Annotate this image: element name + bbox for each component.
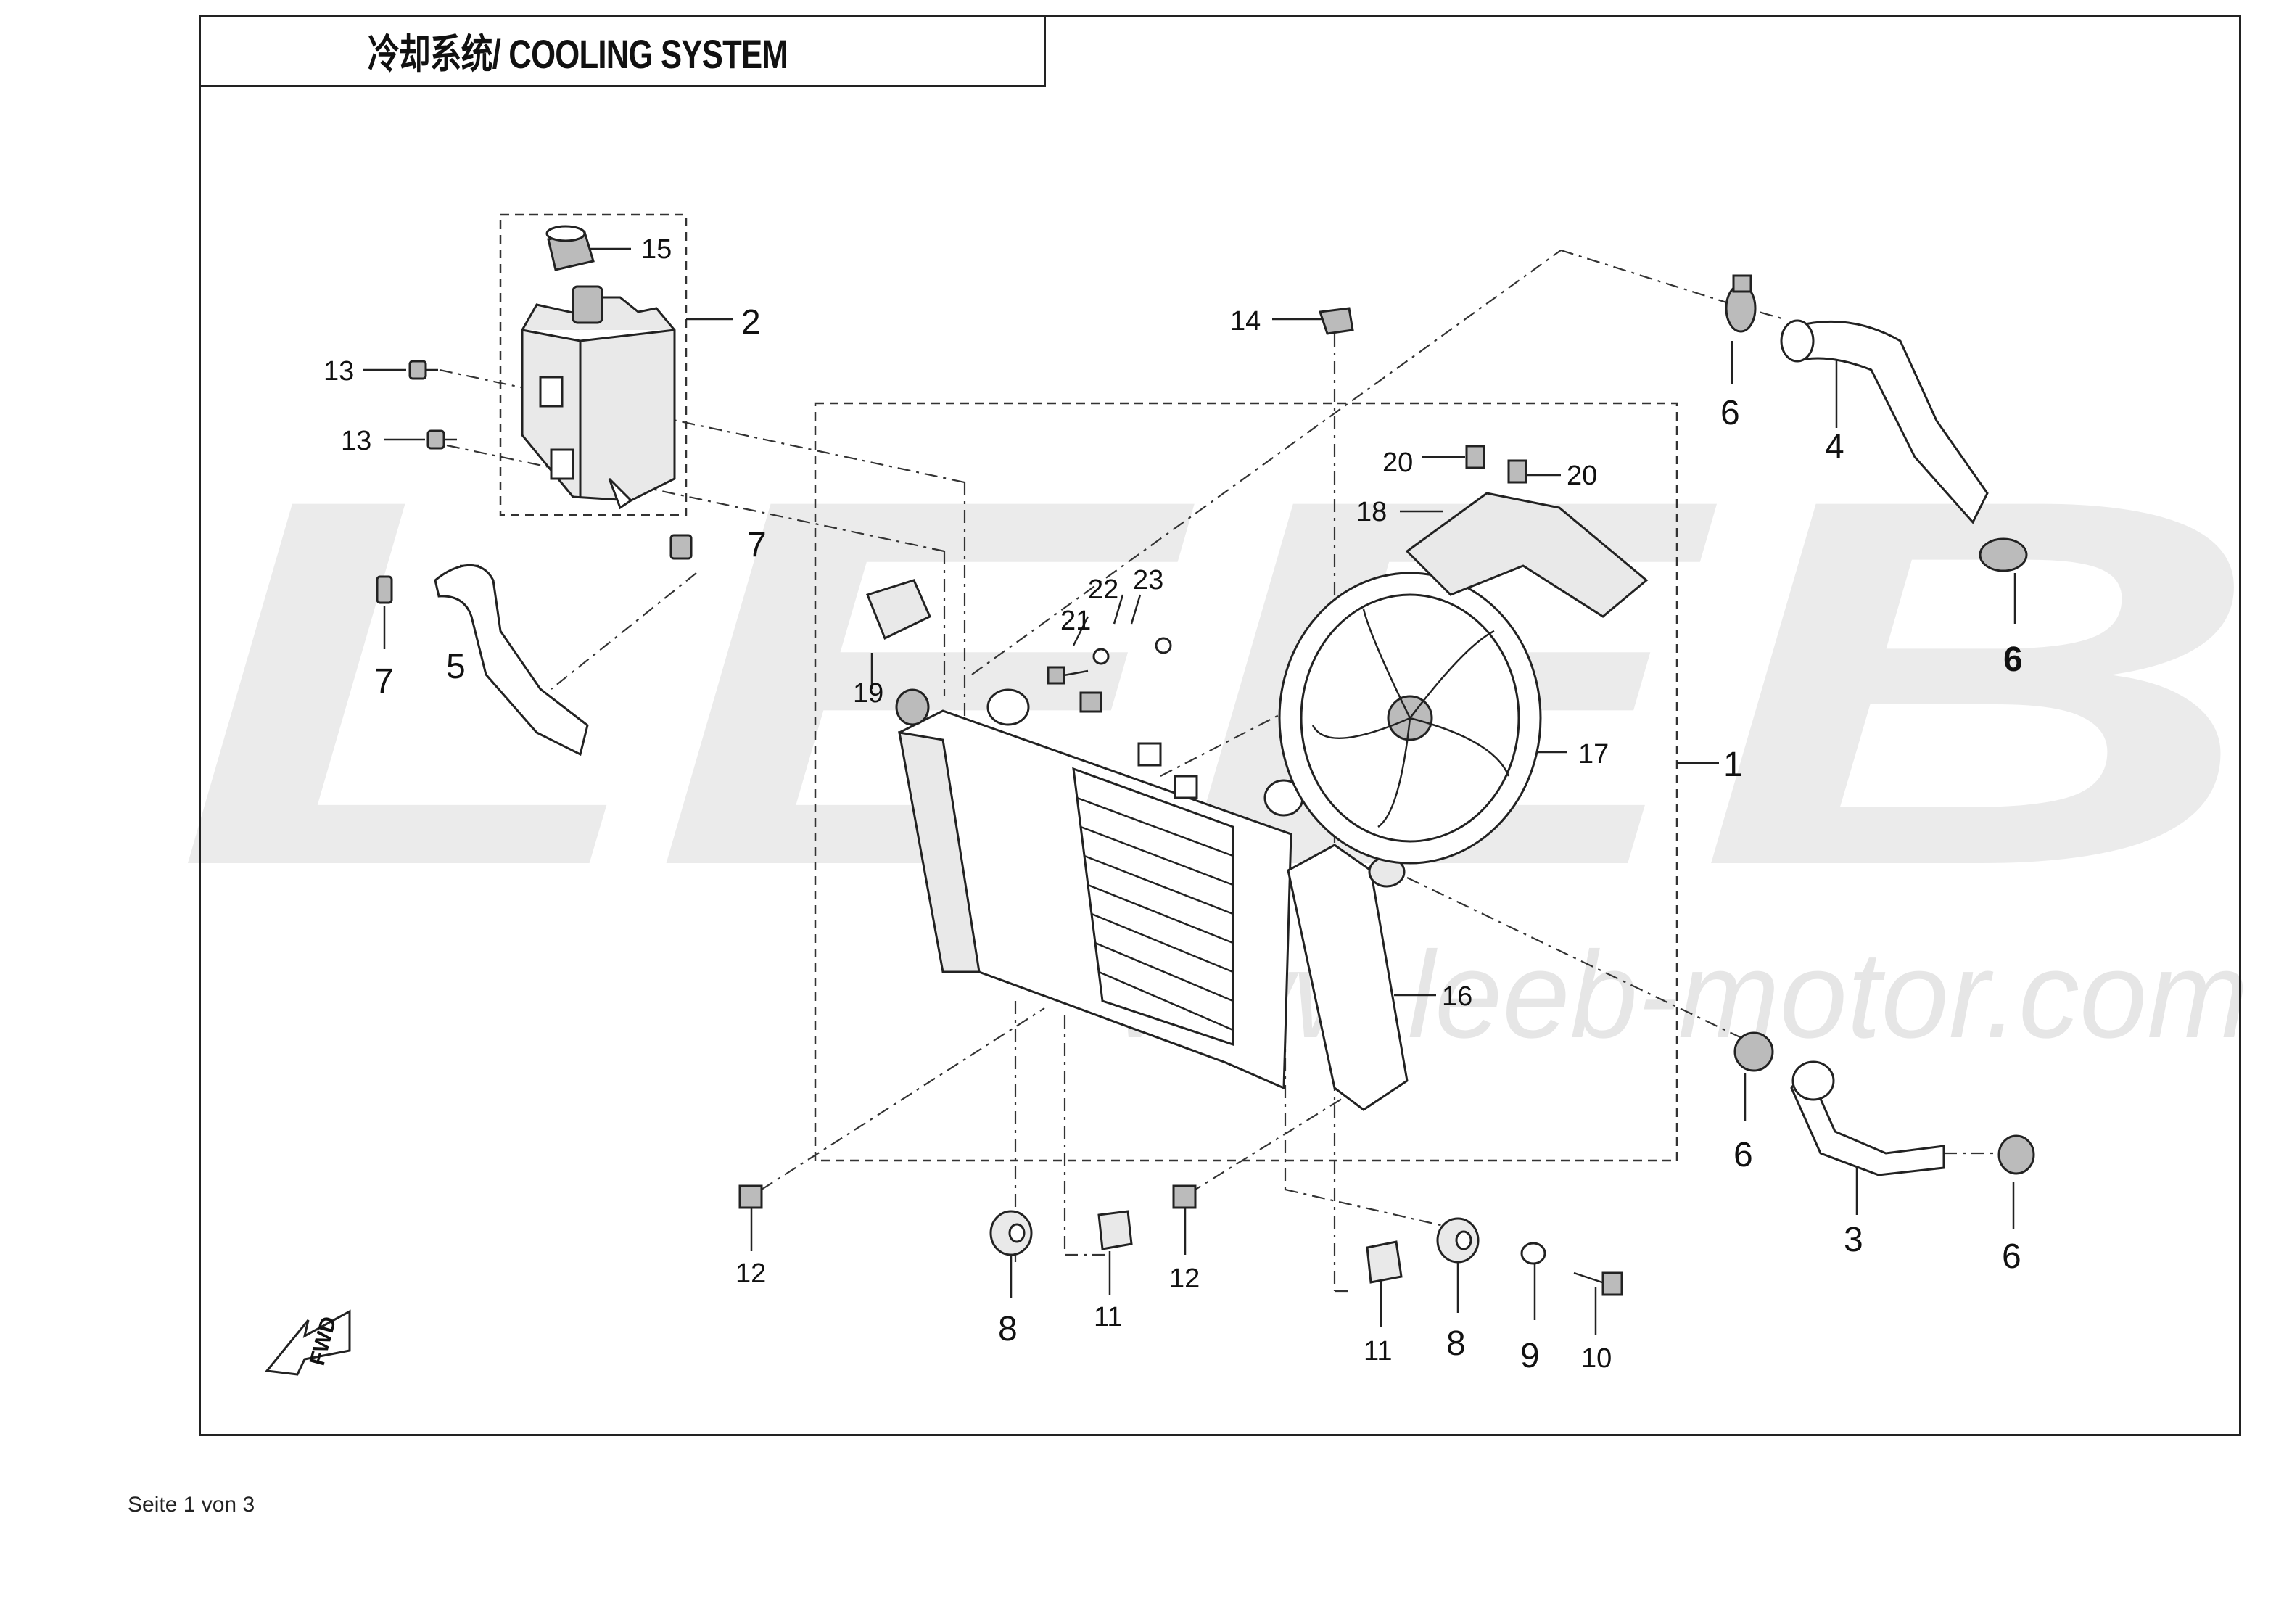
callout-6-lower-right: 6 bbox=[2002, 1237, 2021, 1276]
callout-20-left: 20 bbox=[1382, 448, 1413, 478]
callout-13-lower: 13 bbox=[341, 426, 371, 456]
washer-22 bbox=[1092, 648, 1110, 665]
radiator-core-fins bbox=[1076, 796, 1234, 1031]
callout-14: 14 bbox=[1230, 306, 1261, 337]
fitting-7-right bbox=[669, 534, 693, 560]
clip-20-left bbox=[1465, 445, 1485, 469]
callout-23: 23 bbox=[1133, 565, 1163, 595]
nut-12-right bbox=[1172, 1184, 1197, 1209]
page-footer: Seite 1 von 3 bbox=[128, 1493, 255, 1517]
hose-5 bbox=[434, 564, 589, 757]
washer-9 bbox=[1520, 1242, 1546, 1265]
clip-20-right bbox=[1507, 459, 1527, 484]
drawing-frame bbox=[199, 15, 2241, 1436]
coolant-reservoir bbox=[521, 285, 676, 510]
callout-1: 1 bbox=[1723, 746, 1743, 784]
callout-7-left: 7 bbox=[374, 662, 394, 701]
callout-6-top: 6 bbox=[1720, 394, 1740, 432]
callout-11-left: 11 bbox=[1094, 1302, 1122, 1332]
clamp-6-lower-right bbox=[1997, 1134, 2035, 1175]
fitting-7-left bbox=[376, 575, 393, 604]
callout-8-left: 8 bbox=[998, 1310, 1018, 1348]
callout-6-lower-left: 6 bbox=[1733, 1136, 1753, 1174]
radiator-cap-19 bbox=[866, 579, 931, 726]
callout-8-right: 8 bbox=[1446, 1324, 1466, 1363]
reservoir-cap bbox=[545, 225, 595, 271]
callout-4: 4 bbox=[1825, 428, 1844, 466]
callout-3: 3 bbox=[1844, 1221, 1863, 1259]
nut-21 bbox=[1079, 691, 1102, 713]
callout-21: 21 bbox=[1060, 606, 1091, 636]
callout-18: 18 bbox=[1356, 497, 1387, 527]
callout-12-left: 12 bbox=[735, 1258, 766, 1289]
clamp-6-top bbox=[1725, 274, 1757, 333]
callout-22: 22 bbox=[1088, 574, 1118, 605]
hose-3 bbox=[1790, 1060, 1945, 1176]
grommet-8-right bbox=[1436, 1217, 1480, 1264]
callout-13-upper: 13 bbox=[323, 356, 354, 387]
callout-10: 10 bbox=[1581, 1343, 1612, 1374]
grommet-8-left bbox=[989, 1210, 1033, 1256]
radiator-group-box bbox=[814, 402, 1678, 1162]
bolt-13-upper bbox=[408, 360, 438, 380]
callout-labels: 1 2 3 4 5 6 6 6 6 7 7 8 8 9 10 11 11 12 … bbox=[323, 234, 2023, 1375]
spacer-11-left bbox=[1097, 1210, 1133, 1250]
page-title: 冷却系统/ COOLING SYSTEM bbox=[368, 30, 788, 77]
bolt-10 bbox=[1573, 1271, 1623, 1296]
callout-2: 2 bbox=[741, 303, 761, 342]
callout-12-right: 12 bbox=[1169, 1264, 1200, 1294]
hose-4 bbox=[1780, 319, 1989, 524]
radiator bbox=[898, 688, 1304, 1090]
callout-15: 15 bbox=[641, 234, 672, 265]
nut-12-left bbox=[738, 1184, 763, 1209]
callout-6-right: 6 bbox=[2003, 640, 2023, 679]
callout-19: 19 bbox=[853, 678, 883, 709]
callout-20-right: 20 bbox=[1567, 461, 1597, 491]
clamp-6-right bbox=[1979, 537, 2028, 572]
spacer-11-right bbox=[1366, 1240, 1403, 1284]
washer-23 bbox=[1155, 637, 1172, 654]
callout-7-right: 7 bbox=[747, 526, 767, 564]
fan-assembly-17 bbox=[1278, 572, 1542, 865]
callout-16: 16 bbox=[1442, 981, 1472, 1012]
reservoir-group-box bbox=[499, 213, 688, 516]
callout-9: 9 bbox=[1520, 1337, 1540, 1375]
leader-lines bbox=[363, 247, 2016, 1335]
title-box: 冷却系统/ COOLING SYSTEM bbox=[199, 15, 1046, 87]
bolt-13-lower bbox=[426, 429, 457, 450]
shroud-bracket-18 bbox=[1405, 492, 1649, 618]
connector-14 bbox=[1318, 307, 1354, 335]
bolt-21 bbox=[1047, 666, 1089, 685]
callout-17: 17 bbox=[1578, 739, 1609, 770]
clamp-6-lower-left bbox=[1733, 1031, 1774, 1072]
callout-5: 5 bbox=[446, 648, 466, 686]
callout-11-right: 11 bbox=[1364, 1336, 1392, 1367]
